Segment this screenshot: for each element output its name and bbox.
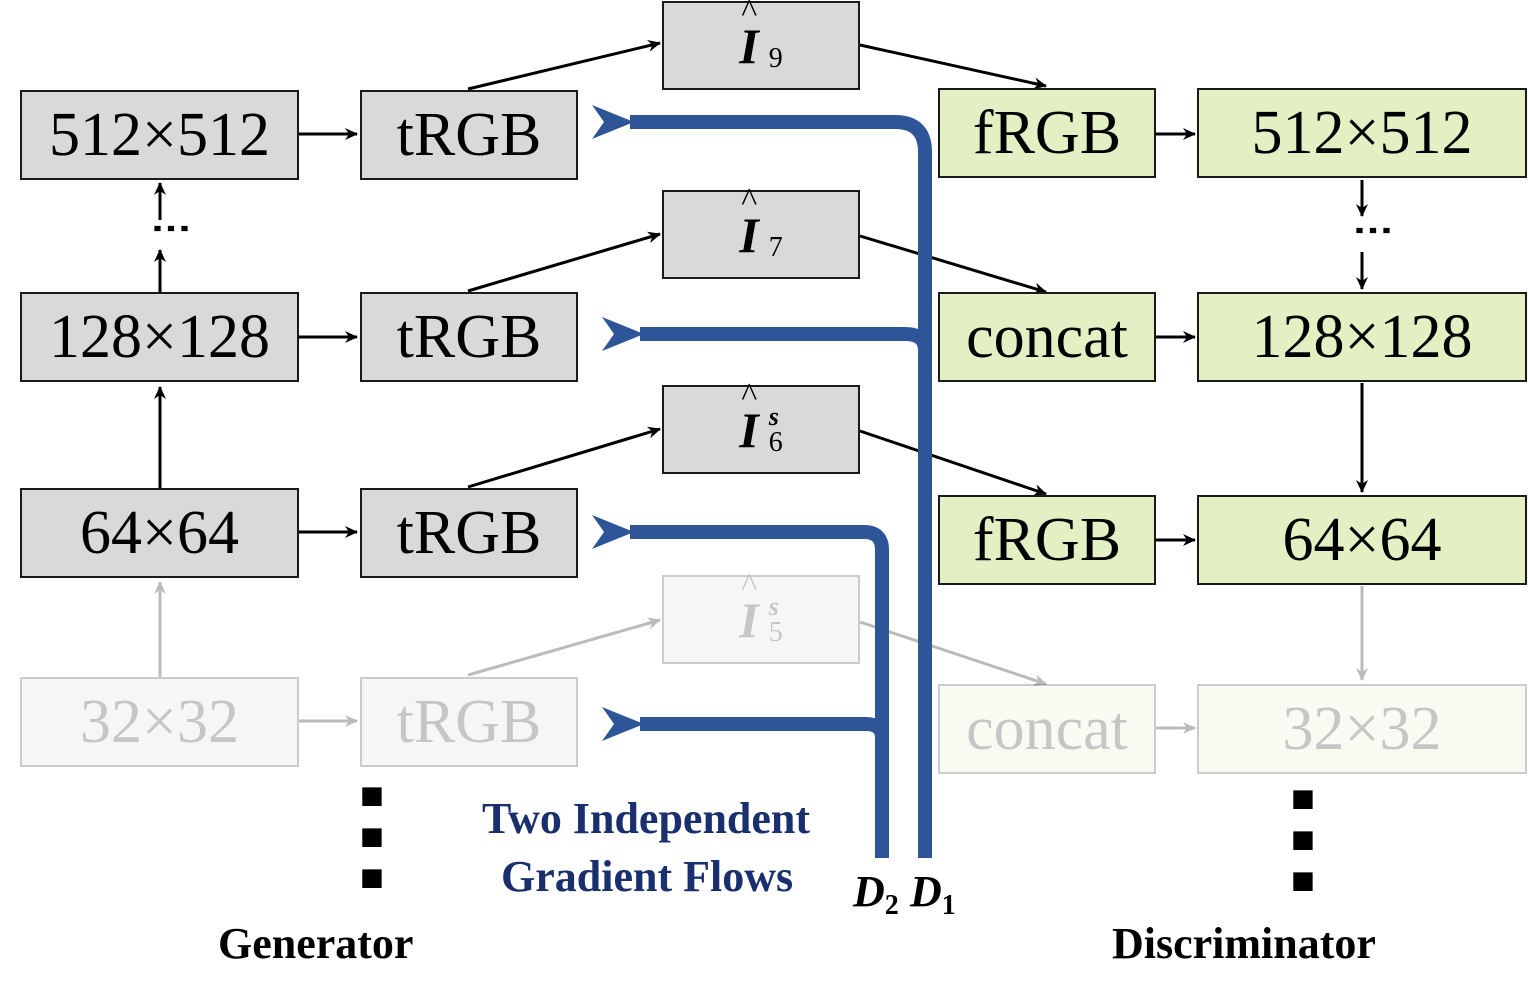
discriminator-ellipsis-between: ⋮: [1351, 210, 1397, 251]
image-superscript: [769, 210, 783, 234]
d2-subscript: 2: [884, 890, 899, 921]
image-output-9: ^I 9: [662, 0, 860, 90]
arrow-trgb-i6: [467, 426, 661, 489]
image-symbol: I: [739, 401, 759, 458]
gradient-caption-line1: Two Independent: [482, 794, 811, 843]
arrow-i5-concat: [859, 620, 1047, 686]
disc-input-concat-32: concat: [938, 684, 1156, 774]
trgb-block-64: tRGB: [360, 488, 578, 578]
hat-symbol: ^: [741, 566, 758, 604]
generator-block-128: 128×128: [20, 292, 299, 382]
arrow-i7-concat: [859, 234, 1047, 295]
disc-block-32: 32×32: [1197, 684, 1527, 774]
gradient-flow-d1-to-trgb512: [592, 105, 932, 858]
generator-block-512: 512×512: [20, 90, 299, 180]
disc-input-concat-128: concat: [938, 292, 1156, 382]
image-subscript: 5: [768, 616, 783, 648]
discriminator-label: Discriminator: [1112, 919, 1376, 968]
trgb-block-512: tRGB: [360, 90, 578, 180]
disc-block-128: 128×128: [1197, 292, 1527, 382]
generator-label: Generator: [218, 919, 414, 968]
d1-symbol: D: [910, 867, 942, 916]
image-subscript: 6: [768, 426, 783, 458]
image-superscript: s: [768, 591, 779, 621]
image-superscript: [769, 21, 783, 45]
hat-symbol: ^: [741, 376, 758, 414]
discriminator-ellipsis-bottom: ⋮: [1231, 771, 1375, 904]
arrow-i9-frgb: [859, 43, 1047, 90]
d1-label: D1: [910, 866, 956, 922]
generator-ellipsis-between: ⋮: [149, 208, 195, 249]
trgb-block-128: tRGB: [360, 292, 578, 382]
generator-ellipsis-bottom: ⋮: [300, 768, 444, 901]
arrow-trgb-i5: [467, 617, 661, 677]
disc-block-512: 512×512: [1197, 88, 1527, 178]
gradient-flow-d2-to-trgb32: [602, 707, 889, 741]
disc-input-frgb-64: fRGB: [938, 495, 1156, 585]
d2-label: D2: [853, 866, 899, 922]
generator-block-64: 64×64: [20, 488, 299, 578]
image-symbol: I: [739, 591, 759, 648]
disc-input-frgb-512: fRGB: [938, 88, 1156, 178]
d1-subscript: 1: [941, 890, 956, 921]
arrow-trgb-i9: [467, 39, 661, 91]
hat-symbol: ^: [741, 181, 758, 219]
d2-symbol: D: [853, 867, 885, 916]
generator-block-32: 32×32: [20, 677, 299, 767]
disc-block-64: 64×64: [1197, 495, 1527, 585]
image-output-7: ^I 7: [662, 183, 860, 279]
image-superscript: s: [768, 401, 779, 431]
image-symbol: I: [739, 17, 759, 74]
gradient-flow-d1-to-trgb128: [602, 317, 932, 351]
image-subscript: 9: [768, 42, 783, 74]
arrow-trgb-i7: [467, 231, 661, 293]
image-symbol: I: [739, 206, 759, 263]
arrow-i6-frgb: [859, 429, 1047, 496]
trgb-block-32: tRGB: [360, 677, 578, 767]
gradient-caption-line2: Gradient Flows: [501, 852, 794, 901]
hat-symbol: ^: [741, 0, 758, 30]
image-subscript: 7: [768, 231, 783, 263]
gradient-flow-d2-to-trgb64: [592, 515, 889, 858]
